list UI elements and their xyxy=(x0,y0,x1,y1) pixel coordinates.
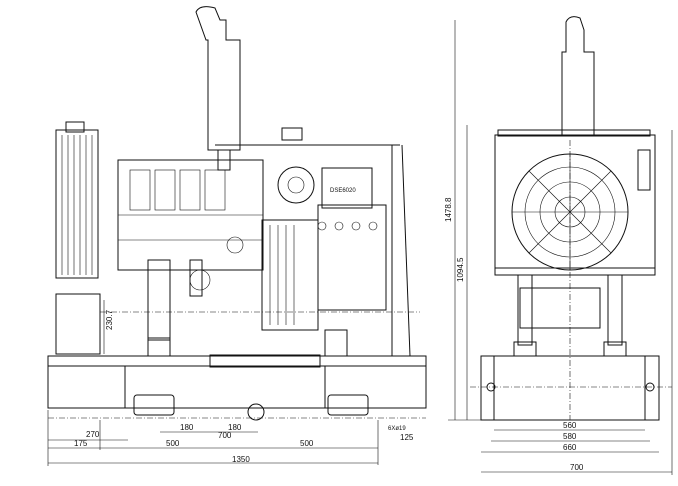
dim-700-side: 700 xyxy=(570,463,584,472)
front-dimension-lines xyxy=(47,300,379,466)
dim-180-b: 180 xyxy=(228,423,242,432)
dim-175: 175 xyxy=(74,439,88,448)
exhaust-stack xyxy=(195,6,241,151)
dim-1478: 1478.8 xyxy=(444,197,453,222)
side-exhaust xyxy=(561,16,595,136)
dim-660: 660 xyxy=(563,443,577,452)
side-view: 1478.8 1094.5 560 580 660 700 xyxy=(444,16,673,475)
side-dimension-lines xyxy=(448,20,673,475)
dim-500-a: 500 xyxy=(166,439,180,448)
dim-270: 270 xyxy=(86,430,100,439)
forklift-slot xyxy=(133,394,175,416)
dim-180-a: 180 xyxy=(180,423,194,432)
controller-box xyxy=(321,167,373,209)
fan-wheel xyxy=(277,166,315,204)
alternator xyxy=(317,204,387,311)
controller-label: DSE6020 xyxy=(330,188,356,194)
dim-1350: 1350 xyxy=(232,455,250,464)
dim-500-b: 500 xyxy=(300,439,314,448)
front-view: DSE6020 270 175 xyxy=(47,6,427,466)
radiator xyxy=(55,129,99,279)
dim-holes: 6Xø19 xyxy=(388,426,406,432)
dim-1094: 1094.5 xyxy=(456,257,465,282)
dim-580: 580 xyxy=(563,432,577,441)
dim-125: 125 xyxy=(400,433,414,442)
dim-700: 700 xyxy=(218,431,232,440)
forklift-slot xyxy=(327,394,369,416)
dim-560: 560 xyxy=(563,421,577,430)
battery xyxy=(55,293,101,355)
side-housing xyxy=(494,134,656,276)
base-frame xyxy=(47,355,427,409)
dim-230: 230.7 xyxy=(105,309,114,330)
